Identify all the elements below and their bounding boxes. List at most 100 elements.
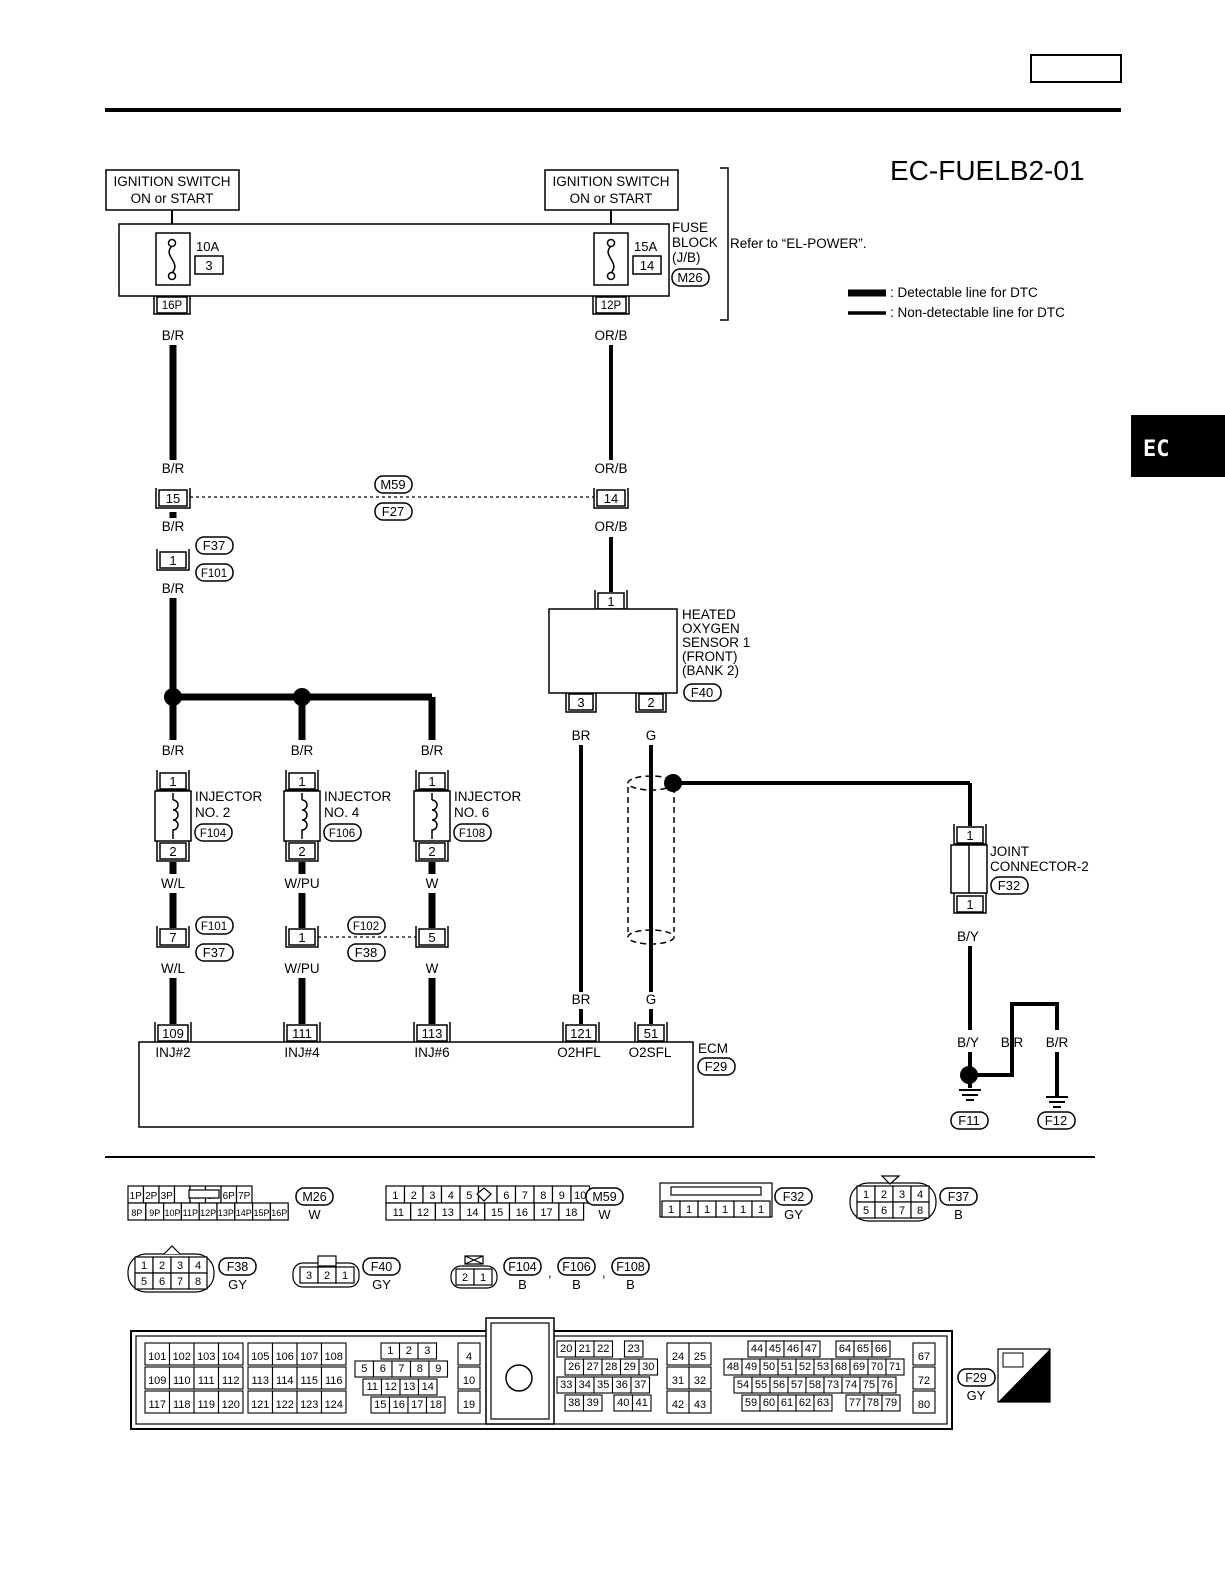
ho2s-line1: HEATED — [682, 607, 736, 622]
m59-top-pin-label: 2 — [411, 1190, 417, 1202]
f38-top-pin-label: 3 — [177, 1260, 183, 1272]
f29-pin-label: 41 — [636, 1397, 648, 1409]
f38-top-pin-label: 2 — [159, 1260, 165, 1272]
wire-br-ground-loop — [969, 1002, 1059, 1077]
f37-top-pin-label: 3 — [899, 1189, 905, 1201]
inj4-name: INJECTOR — [324, 789, 392, 804]
f29-pin-label: 52 — [799, 1361, 811, 1373]
comma-1: , — [548, 1265, 552, 1280]
f29-pin-label: 61 — [781, 1397, 793, 1409]
f29-oval — [697, 1057, 736, 1076]
f29-cell — [813, 1394, 833, 1412]
f106-id: F106 — [562, 1260, 591, 1274]
fuse-block-refer: Refer to “EL-POWER”. — [730, 236, 867, 251]
m59-id: M59 — [592, 1190, 616, 1204]
joint-pin-top — [953, 824, 987, 845]
f29-view-id: F29 — [965, 1371, 987, 1385]
side-tab — [1131, 415, 1225, 477]
f29-pin-label: 26 — [568, 1361, 580, 1373]
f29-cell — [688, 1366, 712, 1390]
ecm-box — [138, 1041, 694, 1128]
f29-pin-label: 60 — [763, 1397, 775, 1409]
ground-f12-label: F12 — [1045, 1113, 1067, 1128]
ecm-pin-111-name: INJ#4 — [284, 1045, 320, 1060]
ho2s-box — [548, 608, 678, 694]
wire-label-wpu-1: W/PU — [284, 876, 319, 891]
wire-label-br-g2: B/R — [1046, 1035, 1069, 1050]
fuse-right-amp: 15A — [634, 239, 657, 254]
fuse-block-label3: (J/B) — [672, 250, 701, 265]
f29-pin-label: 107 — [300, 1351, 318, 1363]
f29-pin-label: 78 — [867, 1397, 879, 1409]
inj-conn-pin-label: 1 — [480, 1272, 486, 1284]
f29-pin-label: 105 — [251, 1351, 269, 1363]
f29-pin-label: 32 — [694, 1375, 706, 1387]
ign-right-line2: ON or START — [570, 191, 653, 206]
inj-conn-cell — [473, 1268, 493, 1286]
f29-cell — [582, 1394, 603, 1412]
f29-pin-label: 66 — [875, 1343, 887, 1355]
ho2s-connector: F40 — [691, 685, 713, 700]
f12-oval — [1037, 1111, 1076, 1130]
f29-cell — [593, 1340, 614, 1358]
m26-top-pin-label: 1P — [130, 1191, 143, 1202]
f29-pin-label: 47 — [805, 1343, 817, 1355]
inj6-wire-label-top: B/R — [421, 743, 444, 758]
f37-bottom-cell — [910, 1201, 930, 1219]
f29-pin-label: 121 — [251, 1399, 269, 1411]
inj4-pin-bottom: 2 — [298, 844, 305, 859]
m26-bottom-pin-label: 8P — [131, 1208, 142, 1218]
m59-top-pin-label: 5 — [466, 1190, 472, 1202]
comma-2: , — [602, 1265, 606, 1280]
f29-pin-label: 113 — [251, 1375, 269, 1387]
f29-cell — [320, 1366, 347, 1390]
f106-color: B — [572, 1277, 581, 1292]
m59-bottom-pin-label: 12 — [417, 1207, 429, 1219]
f29-pin-label: 102 — [173, 1351, 191, 1363]
m26-bottom-pin-label: 14P — [236, 1208, 252, 1218]
f29-pin-label: 51 — [781, 1361, 793, 1373]
ho2s-pin-a-label: 3 — [577, 695, 584, 710]
f29-view-oval — [957, 1368, 996, 1387]
f29-pin-label: 104 — [222, 1351, 240, 1363]
f29-pin-label: 50 — [763, 1361, 775, 1373]
inj6-pin-top: 1 — [428, 774, 435, 789]
ecm-pin-109 — [154, 1022, 192, 1042]
ign-left-line1: IGNITION SWITCH — [114, 174, 231, 189]
wire-label-g-ecm: G — [646, 992, 657, 1007]
f29-pin-label: 48 — [727, 1361, 739, 1373]
conn-pin-1-f102-label: 1 — [298, 930, 305, 945]
f29-pin-label: 12 — [385, 1381, 397, 1393]
f29-pin-label: 53 — [817, 1361, 829, 1373]
conn-f101-1: F101 — [201, 568, 227, 580]
wire-label-or-b-3: OR/B — [594, 519, 627, 534]
f108-color: B — [626, 1277, 635, 1292]
f29-pin-label: 80 — [918, 1399, 930, 1411]
m59-top-pin-label: 9 — [559, 1190, 565, 1202]
f40-latch — [317, 1255, 337, 1267]
inj-conn-pin-label: 2 — [462, 1272, 468, 1284]
f29-pin-label: 108 — [325, 1351, 343, 1363]
ign-left-line2: ON or START — [131, 191, 214, 206]
m59-bottom-pin-label: 15 — [491, 1207, 503, 1219]
conn-f37-1: F37 — [203, 538, 225, 553]
f29-pin-label: 29 — [624, 1361, 636, 1373]
f38-id: F38 — [227, 1260, 249, 1274]
f29-cell — [417, 1342, 438, 1360]
f32-id: F32 — [783, 1190, 805, 1204]
f29-pin-label: 37 — [634, 1379, 646, 1391]
f40-id: F40 — [371, 1260, 393, 1274]
conn-pin-1-f37 — [156, 549, 190, 571]
inj-conn-key — [464, 1255, 484, 1265]
ecm-pin-121-name: O2HFL — [557, 1045, 601, 1060]
conn-pin-14 — [593, 488, 629, 509]
f29-cell — [217, 1366, 244, 1390]
m59-bottom-pin-label: 13 — [442, 1207, 454, 1219]
m26-bottom-cell — [269, 1202, 289, 1221]
f29-pin-label: 16 — [393, 1399, 405, 1411]
injector-6: B/R 1 2 INJECTOR NO. 6 F108 — [413, 743, 522, 862]
m59-top-pin-label: 3 — [429, 1190, 435, 1202]
pin-12p — [592, 296, 630, 315]
fuse-left-no: 3 — [205, 258, 212, 273]
